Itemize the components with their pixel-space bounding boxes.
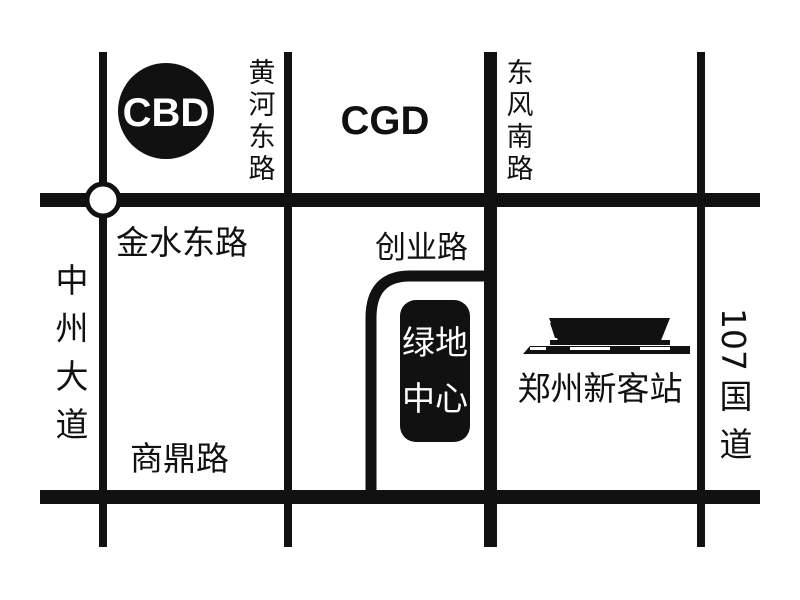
greenland-center-label-2: 中心: [402, 379, 468, 418]
road-huanghe-east: [284, 52, 292, 547]
chuangye-road-label: 创业路: [375, 230, 468, 266]
cgd-label: CGD: [341, 99, 430, 143]
jinshui-east-road-label: 金水东路: [116, 223, 248, 262]
road-label-char: 州: [56, 309, 89, 348]
road-label-char: 国: [720, 377, 753, 416]
road-label-char: 南: [507, 122, 534, 153]
zhengzhou-station-label: 郑州新客站: [518, 369, 683, 408]
greenland-center-label-1: 绿地: [402, 323, 468, 362]
road-label-char: 路: [507, 154, 534, 185]
road-label-char: 黄: [249, 58, 276, 89]
road-label-char: 大: [56, 357, 89, 396]
road-label-char: 东: [249, 122, 276, 153]
road-shangding: [40, 490, 760, 504]
huanghe-east-road-label: 黄 河 东 路: [249, 58, 276, 185]
road-label-char: 东: [507, 58, 534, 89]
road-label-char: 路: [249, 154, 276, 185]
road-chuangye-curve: [365, 270, 490, 495]
dongfeng-south-road-label: 东 风 南 路: [507, 58, 534, 185]
roundabout-icon: [84, 181, 122, 219]
road-label-char: 道: [56, 405, 89, 444]
road-jinshui-east: [40, 193, 760, 207]
road-label-char: 中: [56, 261, 89, 300]
road-label-number: 107: [714, 308, 753, 371]
road-zhongzhou: [99, 52, 107, 547]
road-network: [40, 52, 760, 547]
road-dongfeng-south: [484, 52, 497, 547]
road-label-char: 风: [507, 90, 534, 121]
cbd-marker: [118, 63, 214, 159]
zhongzhou-avenue-label: 中 州 大 道: [56, 261, 89, 444]
railway-station-icon: [523, 318, 690, 354]
shangding-road-label: 商鼎路: [130, 439, 229, 478]
road-label-char: 道: [720, 425, 753, 464]
road-label-char: 河: [249, 90, 276, 121]
greenland-center-block: [400, 300, 470, 442]
road-107: [697, 52, 705, 547]
cbd-label: CBD: [123, 91, 210, 135]
national-road-107-label: 107 国 道: [714, 308, 753, 464]
